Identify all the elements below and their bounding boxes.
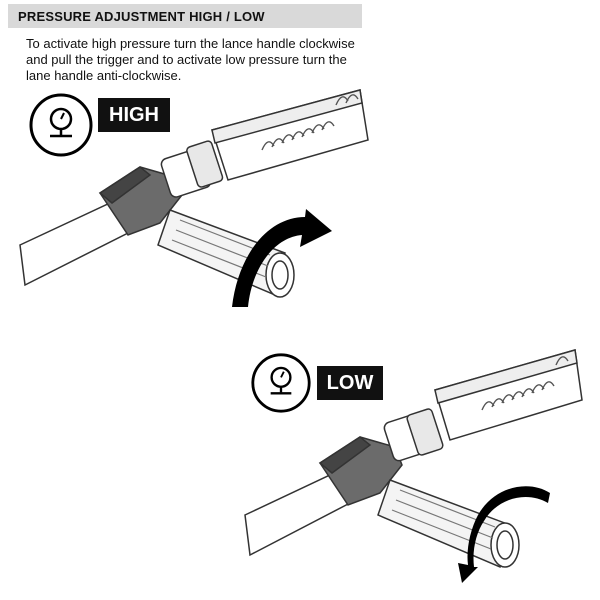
elbow-fitting	[318, 436, 403, 506]
high-badge: HIGH	[98, 98, 170, 132]
hex-nut	[160, 140, 224, 198]
pressure-gauge-icon	[251, 353, 311, 413]
lance-body	[211, 89, 369, 181]
lance-body	[434, 349, 583, 441]
lance-handle	[377, 479, 520, 569]
low-badge: LOW	[317, 366, 383, 400]
hex-nut	[383, 408, 444, 462]
high-pressure-illustration	[19, 89, 369, 307]
lance-tube	[19, 202, 130, 287]
elbow-fitting	[98, 166, 183, 236]
clockwise-arrow-icon	[232, 209, 332, 307]
section-header: PRESSURE ADJUSTMENT HIGH / LOW	[8, 4, 362, 28]
lance-handle	[157, 209, 295, 298]
lance-tube	[244, 474, 352, 557]
pressure-gauge-icon	[29, 93, 93, 157]
section-title: PRESSURE ADJUSTMENT HIGH / LOW	[18, 8, 265, 24]
instructions-text: To activate high pressure turn the lance…	[26, 36, 355, 83]
anticlockwise-arrow-icon	[458, 486, 550, 583]
low-pressure-illustration	[244, 349, 583, 583]
